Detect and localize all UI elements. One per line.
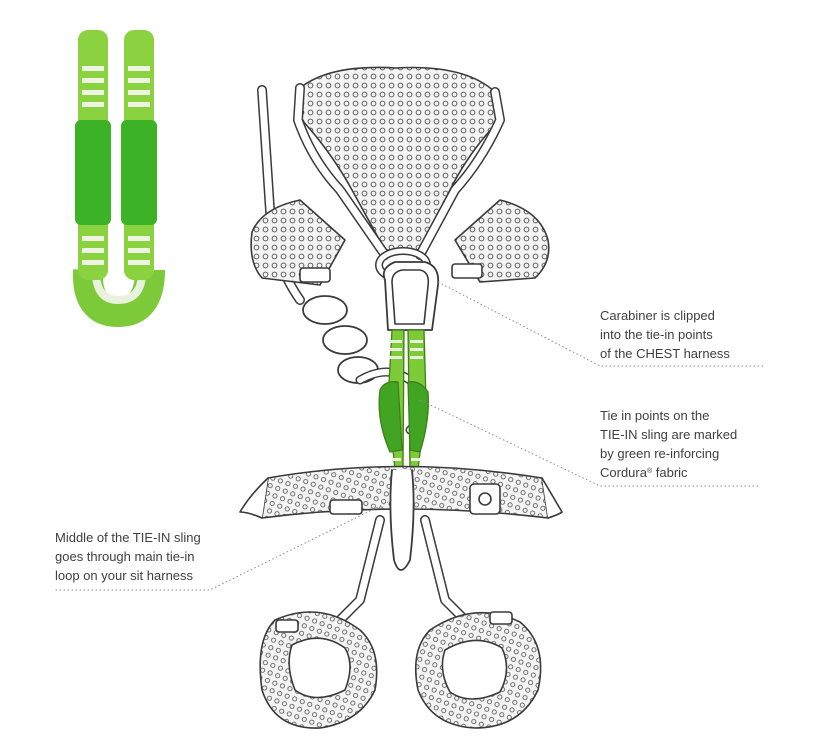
- callout-line: of the CHEST harness: [600, 346, 730, 361]
- leader-lines: [55, 281, 765, 591]
- tiein-sling-callout: Tie in points on the TIE-IN sling are ma…: [600, 406, 737, 482]
- chest-and-sit-harness-illustration: [239, 66, 563, 729]
- chest-leader-line: [437, 281, 765, 367]
- fabric-word: fabric: [652, 465, 688, 480]
- cordura-word: Cordura: [600, 465, 647, 480]
- callout-line: TIE-IN sling are marked: [600, 427, 738, 442]
- callout-line: Middle of the TIE-IN sling: [55, 530, 201, 545]
- chest-harness-callout: Carabiner is clipped into the tie-in poi…: [600, 306, 730, 363]
- registered-mark: ®: [646, 468, 653, 475]
- carabiner-icon: [382, 261, 440, 331]
- callout-line: Tie in points on the: [600, 408, 710, 423]
- callout-line: goes through main tie-in: [55, 549, 195, 564]
- callout-line: Cordura® fabric: [600, 463, 737, 482]
- sit-harness-callout: Middle of the TIE-IN sling goes through …: [55, 528, 201, 585]
- tie-in-sling-icon: [72, 30, 165, 328]
- callout-line: into the tie-in points: [600, 327, 713, 342]
- callout-line: Carabiner is clipped: [600, 308, 715, 323]
- tiein-leader-line: [419, 399, 758, 487]
- callout-line: loop on your sit harness: [55, 568, 194, 583]
- callout-line: by green re-inforcing: [600, 446, 720, 461]
